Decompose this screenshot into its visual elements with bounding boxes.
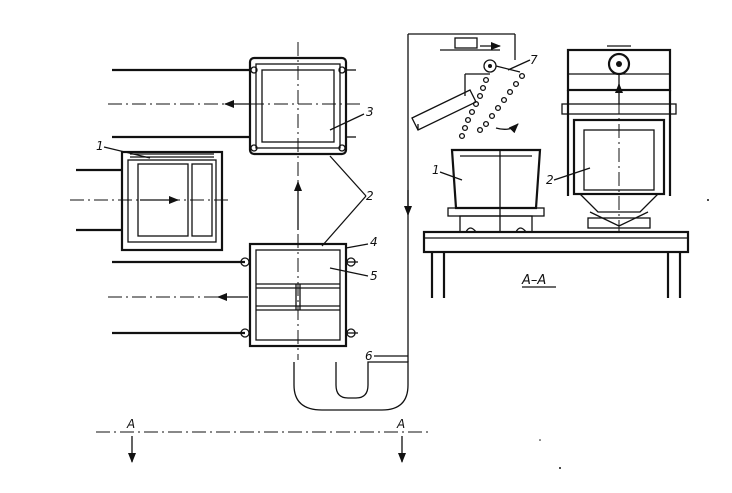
feed-conveyor [70, 168, 230, 232]
bin-bottom-5 [240, 242, 358, 348]
callout-1-plan: 1 [96, 139, 104, 153]
scan-specks [539, 199, 709, 469]
lifter-frame [561, 45, 677, 196]
callout-6: 6 [365, 349, 373, 363]
return-track-6 [293, 33, 428, 411]
section-marker-left: A [126, 417, 135, 431]
callout-2-plan: 2 [366, 189, 374, 203]
ceiling-beam [428, 33, 516, 60]
section-line [96, 431, 430, 463]
callout-1-section: 1 [432, 163, 440, 177]
base-table [422, 230, 690, 298]
bin-left-1 [120, 150, 224, 252]
bottom-rails [108, 260, 250, 335]
section-marker-right: A [396, 417, 405, 431]
callout-3: 3 [366, 105, 374, 119]
callout-4: 4 [370, 235, 378, 249]
chain-links-down [458, 76, 490, 140]
bin-top-3 [248, 56, 356, 156]
leader-lines [103, 113, 408, 357]
callout-7: 7 [530, 53, 538, 67]
chain-links-up [476, 72, 526, 134]
plan-view: 1 2 3 4 5 6 A A [70, 33, 430, 463]
top-rails [108, 68, 250, 139]
bin-section-1 [447, 148, 545, 233]
bin-section-2 [572, 100, 666, 232]
section-view: 7 1 2 A–A [411, 33, 690, 298]
section-view-title: A–A [521, 273, 546, 288]
callout-2-section: 2 [546, 173, 554, 187]
chain-conveyor-7 [458, 59, 526, 140]
callout-5: 5 [370, 269, 378, 283]
section-leaders [439, 59, 591, 181]
